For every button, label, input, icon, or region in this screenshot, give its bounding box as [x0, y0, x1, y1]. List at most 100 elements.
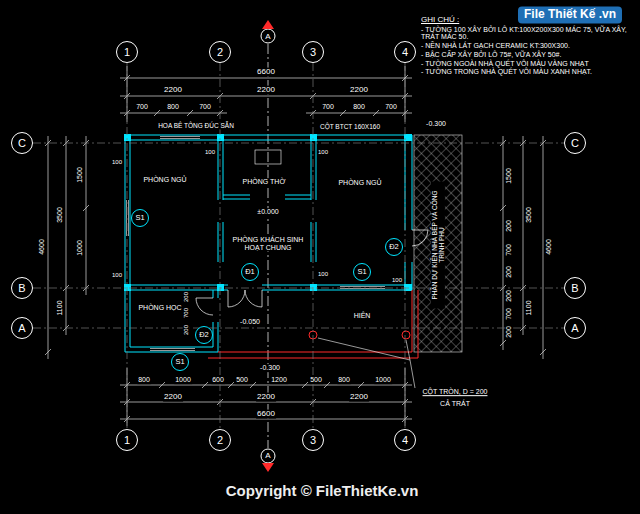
dimension-text: 1200	[270, 376, 288, 384]
dimension-line	[120, 78, 412, 113]
dimension-text: 1000	[174, 376, 192, 384]
dimension-text: 600	[211, 376, 225, 384]
dimension-text: 700	[135, 103, 149, 111]
dimension-text: 800	[166, 103, 180, 111]
wall	[125, 347, 218, 352]
dimension-text: 1000	[76, 239, 84, 257]
dimension-text: 200	[505, 325, 513, 339]
dimension-line	[83, 140, 89, 291]
column	[124, 134, 131, 141]
wall	[125, 135, 412, 140]
opening-tag: Đ1	[241, 263, 259, 281]
wall	[213, 290, 218, 352]
dimension-text: 100	[111, 272, 123, 279]
grid-bubble: 2	[209, 429, 231, 451]
note-text: - TƯỜNG 100 XÂY BỞI LÔ KT:100X200X300 MÁ…	[420, 26, 634, 41]
dimension-line	[63, 140, 69, 331]
tag-label: S1	[135, 214, 144, 222]
room-name: PHÒNG KHÁCH SINH HOẠT CHUNG	[227, 236, 309, 251]
dimension-text: 500	[309, 376, 323, 384]
wall	[130, 285, 412, 290]
column	[124, 284, 131, 291]
dimension-line	[45, 140, 51, 355]
opening-tag: Đ2	[385, 238, 403, 256]
dimension-text: 3500	[56, 206, 64, 224]
dimension-text: 800	[137, 376, 151, 384]
dimension-line	[124, 110, 408, 116]
dimension-text: 200	[505, 265, 513, 279]
section-line	[261, 449, 275, 463]
window	[340, 287, 385, 289]
level-mark: -0.050	[239, 318, 261, 326]
dimension-text: 100	[317, 271, 329, 278]
grid-bubble: 1	[116, 429, 138, 451]
dimension-text: 700	[505, 243, 513, 257]
note-text: - TƯỜNG NGOÀI NHÀ QUÉT VÔI MÀU VÀNG NHẠT	[420, 60, 634, 68]
dimension-line	[48, 136, 86, 359]
dimension-line	[120, 385, 412, 419]
note-text: - BẬC CẤP XÂY BỞI LÔ 75#, VỮA XÂY 50#.	[420, 51, 634, 59]
wall	[311, 140, 316, 262]
grid-label: B	[571, 283, 578, 294]
dimension-text: 700	[321, 103, 335, 111]
dimension-line	[503, 136, 543, 359]
grid-label: 1	[124, 47, 130, 58]
tag-label: S1	[175, 358, 184, 366]
dimension-text: 2200	[163, 86, 183, 95]
grid-bubble: A	[11, 317, 33, 339]
tag-label: Đ2	[199, 331, 209, 339]
grid-bubble: B	[11, 277, 33, 299]
porch-outline	[218, 290, 412, 352]
room-name: PHÒNG THỜ	[242, 178, 287, 186]
grid-label: 3	[310, 47, 316, 58]
column	[310, 134, 317, 141]
grid-line	[313, 63, 314, 429]
tag-label: Đ2	[389, 243, 399, 251]
door-swing	[196, 298, 213, 315]
dimension-text: 6600	[256, 410, 276, 419]
dimension-text: 700	[183, 307, 190, 319]
grid-line	[127, 63, 128, 429]
opening-tag: S1	[131, 209, 149, 227]
grid-label: 3	[310, 435, 316, 446]
dimension-text: 2200	[349, 86, 369, 95]
grid-bubble: 4	[394, 429, 416, 451]
grid-line	[33, 288, 564, 289]
grid-bubble: B	[564, 277, 586, 299]
wall	[125, 135, 412, 352]
section-line	[262, 20, 274, 29]
window	[150, 349, 195, 351]
wall	[223, 195, 311, 199]
opening-tag: Đ2	[195, 326, 213, 344]
wall	[218, 140, 223, 262]
dimension-text: 800	[352, 103, 366, 111]
watermark: Copyright © FileThietKe.vn	[225, 483, 420, 500]
annotation: CỘT TRÒN, D = 200	[422, 388, 489, 396]
section-line	[261, 29, 275, 43]
grid-label: 4	[402, 435, 408, 446]
dimension-text: 100	[111, 159, 123, 166]
grid-bubble: C	[564, 132, 586, 154]
dimension-line	[127, 66, 405, 426]
section-line	[262, 463, 274, 472]
window	[160, 137, 200, 139]
column	[310, 284, 317, 291]
dimension-text: 200	[183, 324, 190, 336]
leader-line	[318, 338, 415, 388]
opening-tag: S1	[353, 263, 371, 281]
door-swing	[245, 290, 262, 307]
dimension-text: 2200	[349, 393, 369, 402]
dimension-text: 1000	[374, 376, 392, 384]
note-text: - TƯỜNG TRONG NHÀ QUÉT VÔI MÀU XANH NHẠT…	[420, 68, 634, 76]
dimension-text: 3500	[525, 206, 533, 224]
annotation: CẢ TRÁT	[439, 400, 471, 408]
window	[127, 137, 386, 351]
dimension-text: 100	[391, 277, 403, 284]
room-name: PHÒNG NGỦ	[142, 176, 187, 184]
level-mark: ±0.000	[256, 208, 279, 216]
dimension-text: 800	[337, 376, 351, 384]
column	[124, 134, 412, 291]
grid-bubble: 4	[394, 41, 416, 63]
dimension-text: 6600	[256, 68, 276, 77]
